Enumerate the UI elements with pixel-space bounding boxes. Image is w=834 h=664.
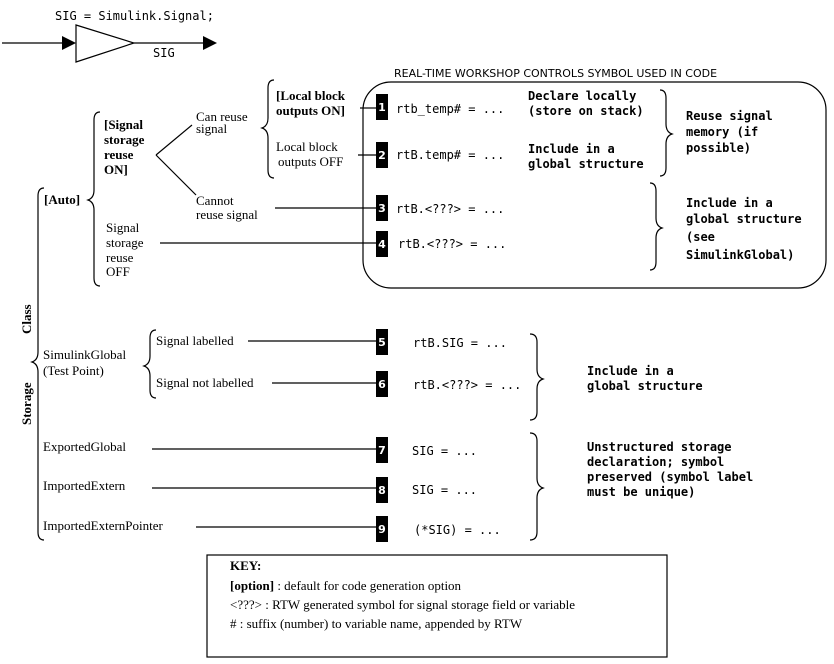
include-global-sg-line1: Include in a [587,364,674,378]
row-badge-9: 9 [376,516,388,542]
key-box [206,554,668,658]
reuse-on-line3: reuse [104,147,134,162]
reuse-on-line1: [Signal [104,117,143,132]
reuse-on-line4: ON] [104,162,128,177]
reuse-off-line1: Signal [106,220,140,235]
gain-block-icon [75,24,136,63]
svg-text:9: 9 [378,523,386,536]
local-off-line1: Local block [276,139,338,154]
include-global-line2: global structure [528,157,644,171]
reuse-off-line3: reuse [106,250,134,265]
reuse-memory-brace [659,89,674,177]
cannot-reuse-connector [155,154,197,196]
svg-text:5: 5 [378,336,386,349]
panel-title: REAL-TIME WORKSHOP CONTROLS SYMBOL USED … [394,67,717,80]
signal-label: SIG [153,46,175,60]
storage-class-brace [30,187,45,541]
svg-text:1: 1 [378,101,386,114]
code-row-5: rtB.SIG = ... [413,336,507,350]
key-suffix-line: # : suffix (number) to variable name, ap… [230,616,523,631]
auto-brace [86,111,101,287]
class-label: Class [19,304,34,334]
local-on-line1: [Local block [276,88,346,103]
unstructured-line2: declaration; symbol [587,455,724,469]
row-badge-5: 5 [376,329,388,355]
declare-locally-line1: Declare locally [528,89,636,103]
global-structure-brace [649,182,664,271]
reuse-off-line4: OFF [106,264,130,279]
reuse-memory-line2: memory (if [686,125,758,139]
exportedglobal-text: ExportedGlobal [43,439,126,454]
svg-text:4: 4 [378,238,386,251]
include-global-see-line3: (see [686,230,715,244]
reuse-memory-line1: Reuse signal [686,109,773,123]
code-row-3: rtB.<???> = ... [396,202,504,216]
unstructured-line3: preserved (symbol label [587,470,753,484]
code-row-2: rtB.temp# = ... [396,148,504,162]
simulinkglobal-line2: (Test Point) [43,363,104,378]
row-badge-4: 4 [376,231,388,257]
local-on-line2: outputs ON] [276,103,345,118]
reuse-memory-line3: possible) [686,141,751,155]
cannot-reuse-line2: reuse signal [196,207,258,222]
can-reuse-line1: Can reuse [196,109,248,124]
svg-text:2: 2 [378,149,386,162]
code-row-9: (*SIG) = ... [414,523,501,537]
include-global-see-line2: global structure [686,212,802,226]
code-row-8: SIG = ... [412,483,477,497]
svg-text:3: 3 [378,202,386,215]
arrowhead-icon [62,36,76,50]
simulinkglobal-line1: SimulinkGlobal [43,347,126,362]
include-global-see-line1: Include in a [686,196,773,210]
local-off-line2: outputs OFF [278,154,343,169]
signal-labelled-text: Signal labelled [156,333,234,348]
code-row-4: rtB.<???> = ... [398,237,506,251]
cannot-reuse-line1: Cannot [196,193,234,208]
svg-text:6: 6 [378,378,386,391]
include-global-line1: Include in a [528,142,615,156]
unstructured-line4: must be unique) [587,485,695,499]
row-badge-7: 7 [376,437,388,463]
key-title: KEY: [230,558,261,573]
row-badge-2: 2 [376,142,388,168]
importedexternpointer-text: ImportedExternPointer [43,518,164,533]
key-symbol-line: <???> : RTW generated symbol for signal … [230,597,575,612]
simulinkglobal-result-brace [529,333,545,421]
local-outputs-brace [260,79,275,179]
code-row-7: SIG = ... [412,444,477,458]
svg-text:8: 8 [378,484,386,497]
unstructured-brace [529,432,545,541]
unstructured-line1: Unstructured storage [587,440,732,454]
reuse-off-line2: storage [106,235,144,250]
row-badge-8: 8 [376,477,388,503]
signal-not-labelled-text: Signal not labelled [156,375,254,390]
storage-label: Storage [19,382,34,425]
key-option-bold: [option] [230,578,274,593]
key-option-line: [option] : default for code generation o… [230,578,462,593]
include-global-see-line4: SimulinkGlobal) [686,248,794,262]
reuse-on-line2: storage [104,132,145,147]
signal-assignment-text: SIG = Simulink.Signal; [55,9,214,23]
row-badge-3: 3 [376,195,388,221]
rtw-controls-panel [362,81,827,289]
svg-text:7: 7 [378,444,386,457]
code-row-6: rtB.<???> = ... [413,378,521,392]
auto-label: [Auto] [44,192,80,207]
row-badge-1: 1 [376,94,388,120]
declare-locally-line2: (store on stack) [528,104,644,118]
key-option-text: : default for code generation option [274,578,461,593]
code-row-1: rtb_temp# = ... [396,102,504,116]
can-reuse-line2: signal [196,121,227,136]
can-reuse-connector [155,124,193,156]
include-global-sg-line2: global structure [587,379,703,393]
simulinkglobal-brace [142,329,157,399]
importedextern-text: ImportedExtern [43,478,126,493]
arrowhead-icon [203,36,217,50]
signal-line [2,24,217,63]
row-badge-6: 6 [376,371,388,397]
